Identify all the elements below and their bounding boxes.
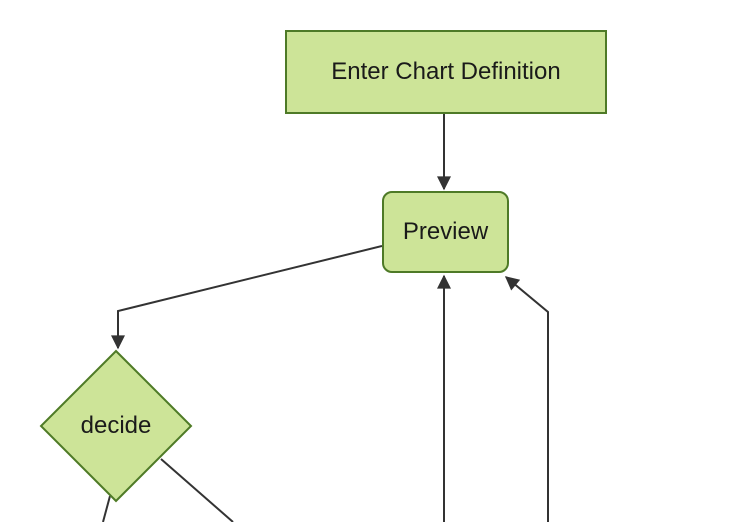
- edge-decide-to-offscreen-bottom-right: [160, 458, 234, 522]
- edge-offscreen-right-to-preview: [504, 276, 549, 522]
- node-decide-label: decide: [80, 411, 152, 439]
- edge-decide-to-offscreen-bottom-left: [102, 495, 111, 522]
- node-preview: Preview: [382, 191, 509, 273]
- edge-preview-to-decide: [111, 245, 383, 350]
- node-enter-chart-definition-label: Enter Chart Definition: [331, 57, 561, 85]
- node-enter-chart-definition: Enter Chart Definition: [285, 30, 607, 114]
- node-preview-label: Preview: [402, 217, 489, 245]
- node-decide-label-box: decide: [40, 409, 192, 443]
